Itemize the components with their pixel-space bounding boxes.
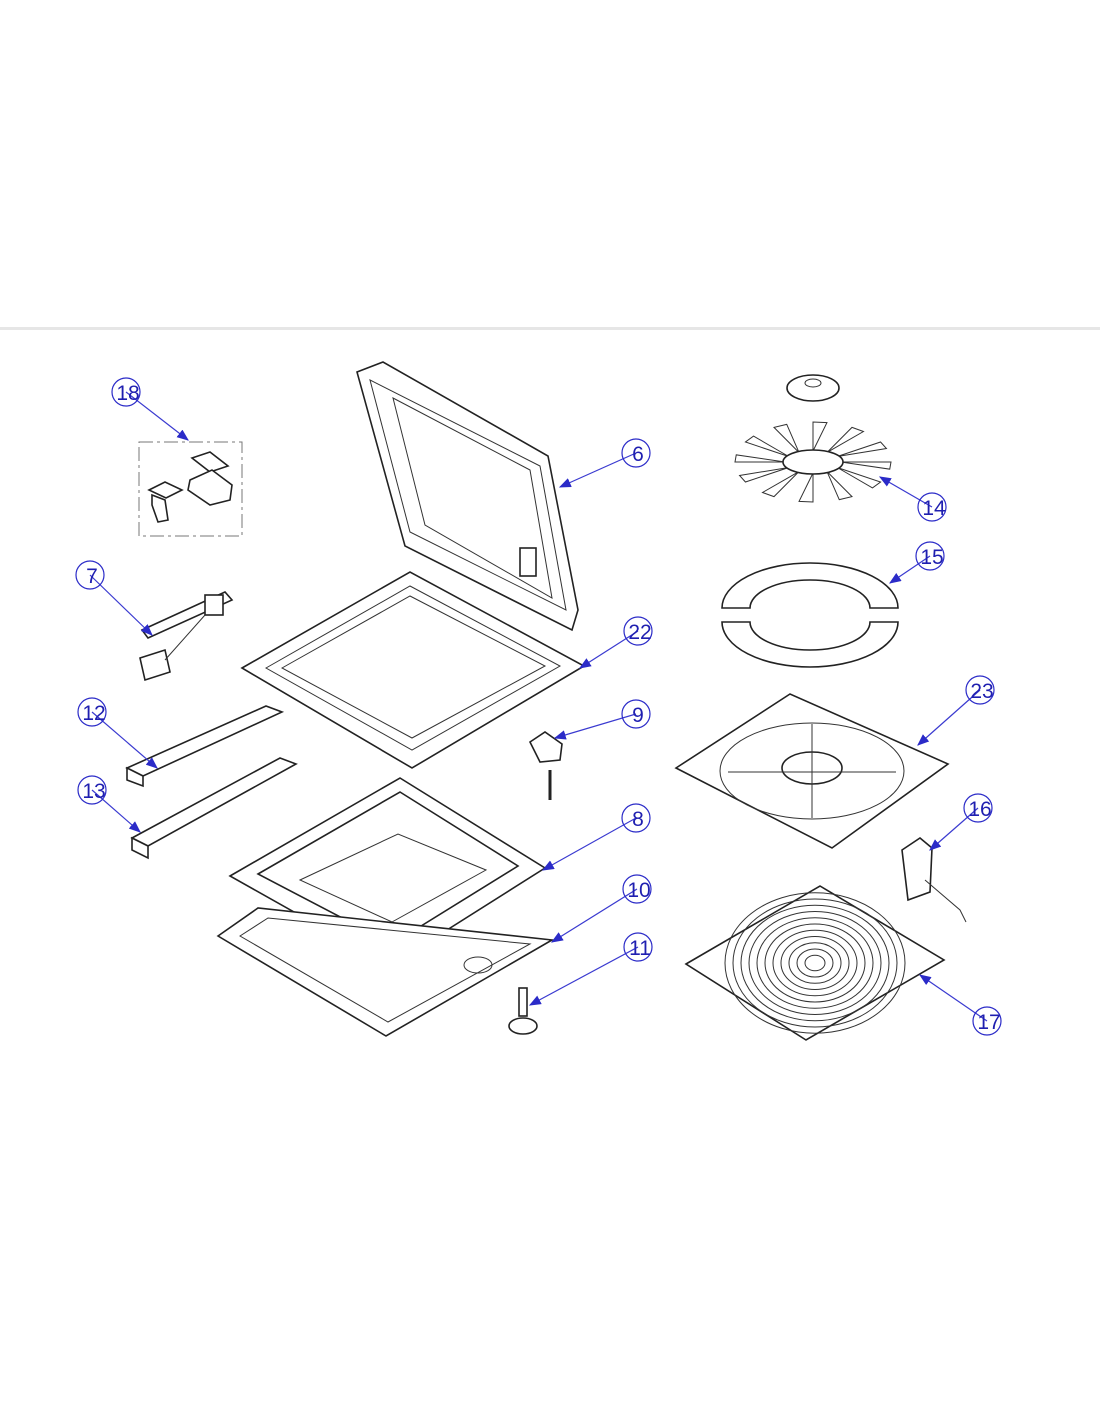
callout-16: 16 [929,793,993,851]
fan-blade [773,423,800,453]
callout-circle [621,803,651,833]
callout-number: 6 [632,443,644,466]
fan-blade [840,461,892,470]
fan-blade [738,467,789,483]
grille-ring [772,929,858,997]
callout-leader-line [541,817,637,871]
callout-leader-line [550,888,638,943]
callout-circle [77,775,107,805]
callout-circle [622,874,652,904]
grille-ring [780,935,850,991]
grille-ring [724,892,906,1034]
callout-leader-line [889,555,931,584]
part-9-clip [528,731,563,800]
callout-number: 8 [632,808,644,831]
callout-17: 17 [919,974,1002,1036]
callout-circle [623,616,653,646]
grille-ring [804,954,826,972]
callout-18: 18 [111,377,189,441]
part-17-grille [684,885,946,1041]
fan-blade [826,471,853,501]
part-12-rail [125,705,285,788]
callout-number: 13 [82,780,105,803]
callout-23: 23 [917,675,995,746]
fan-blade [744,435,790,457]
part-15-ring [721,562,899,668]
callout-number: 23 [970,680,993,703]
grille-ring [740,904,890,1022]
part-7-crank-arm [139,591,234,682]
grille-ring [796,948,834,978]
part-10-base-plate [216,907,555,1037]
callout-number: 12 [82,702,105,725]
callout-13: 13 [77,775,141,833]
callout-6: 6 [558,438,651,488]
fan-blade [812,421,828,452]
grille-ring [732,898,898,1028]
callout-circle [621,438,651,468]
part-13-rail [130,757,298,860]
callout-circle [111,377,141,407]
grille-ring [764,923,866,1003]
callout-number: 11 [629,937,651,960]
callout-10: 10 [550,874,652,943]
callout-leader-line [553,713,637,740]
callout-15: 15 [889,541,945,584]
callout-leader-line [125,391,189,441]
callout-12: 12 [77,697,158,769]
callout-circle [77,697,107,727]
grille-ring [788,942,842,984]
callout-9: 9 [553,699,651,740]
callout-11: 11 [528,932,653,1006]
grille-ring [756,917,874,1009]
part-18-latch-kit [138,441,243,537]
callout-leader-line [558,452,637,488]
callout-number: 22 [628,621,651,644]
part-6-lid [356,361,579,632]
callout-leader-line [929,807,979,851]
callout-number: 17 [977,1011,1000,1034]
callout-leader-line [89,574,153,636]
callout-14: 14 [878,476,947,522]
callout-number: 14 [922,497,946,520]
fan-blade [826,426,865,453]
callout-leader-line [878,476,933,508]
callout-number: 18 [116,382,139,405]
grille-ring [748,911,882,1015]
fan-blade [734,454,786,463]
callout-circle [963,793,993,823]
callout-circle [75,560,105,590]
callout-circle [972,1006,1002,1036]
callout-number: 16 [968,798,991,821]
callout-circle [623,932,653,962]
top-divider [0,327,1100,330]
fan-blade [836,467,882,489]
fan-blade [798,472,814,503]
callout-22: 22 [578,616,653,669]
callout-circle [915,541,945,571]
part-14-fan [734,374,892,503]
callout-leader-line [528,946,639,1006]
part-23-motor-plate [674,693,950,849]
callout-number: 9 [632,704,644,727]
callout-7: 7 [75,560,153,636]
callout-leader-line [578,630,639,669]
callout-leader-line [91,789,141,833]
callout-circle [917,492,947,522]
callout-number: 7 [86,565,98,588]
fan-blade [761,471,800,498]
callout-circle [621,699,651,729]
callout-8: 8 [541,803,651,871]
part-11-knob [508,987,538,1035]
callout-circle [965,675,995,705]
callout-number: 15 [920,546,943,569]
callout-number: 10 [627,879,650,902]
part-16-switch [901,837,967,923]
fan-blade [837,441,888,457]
